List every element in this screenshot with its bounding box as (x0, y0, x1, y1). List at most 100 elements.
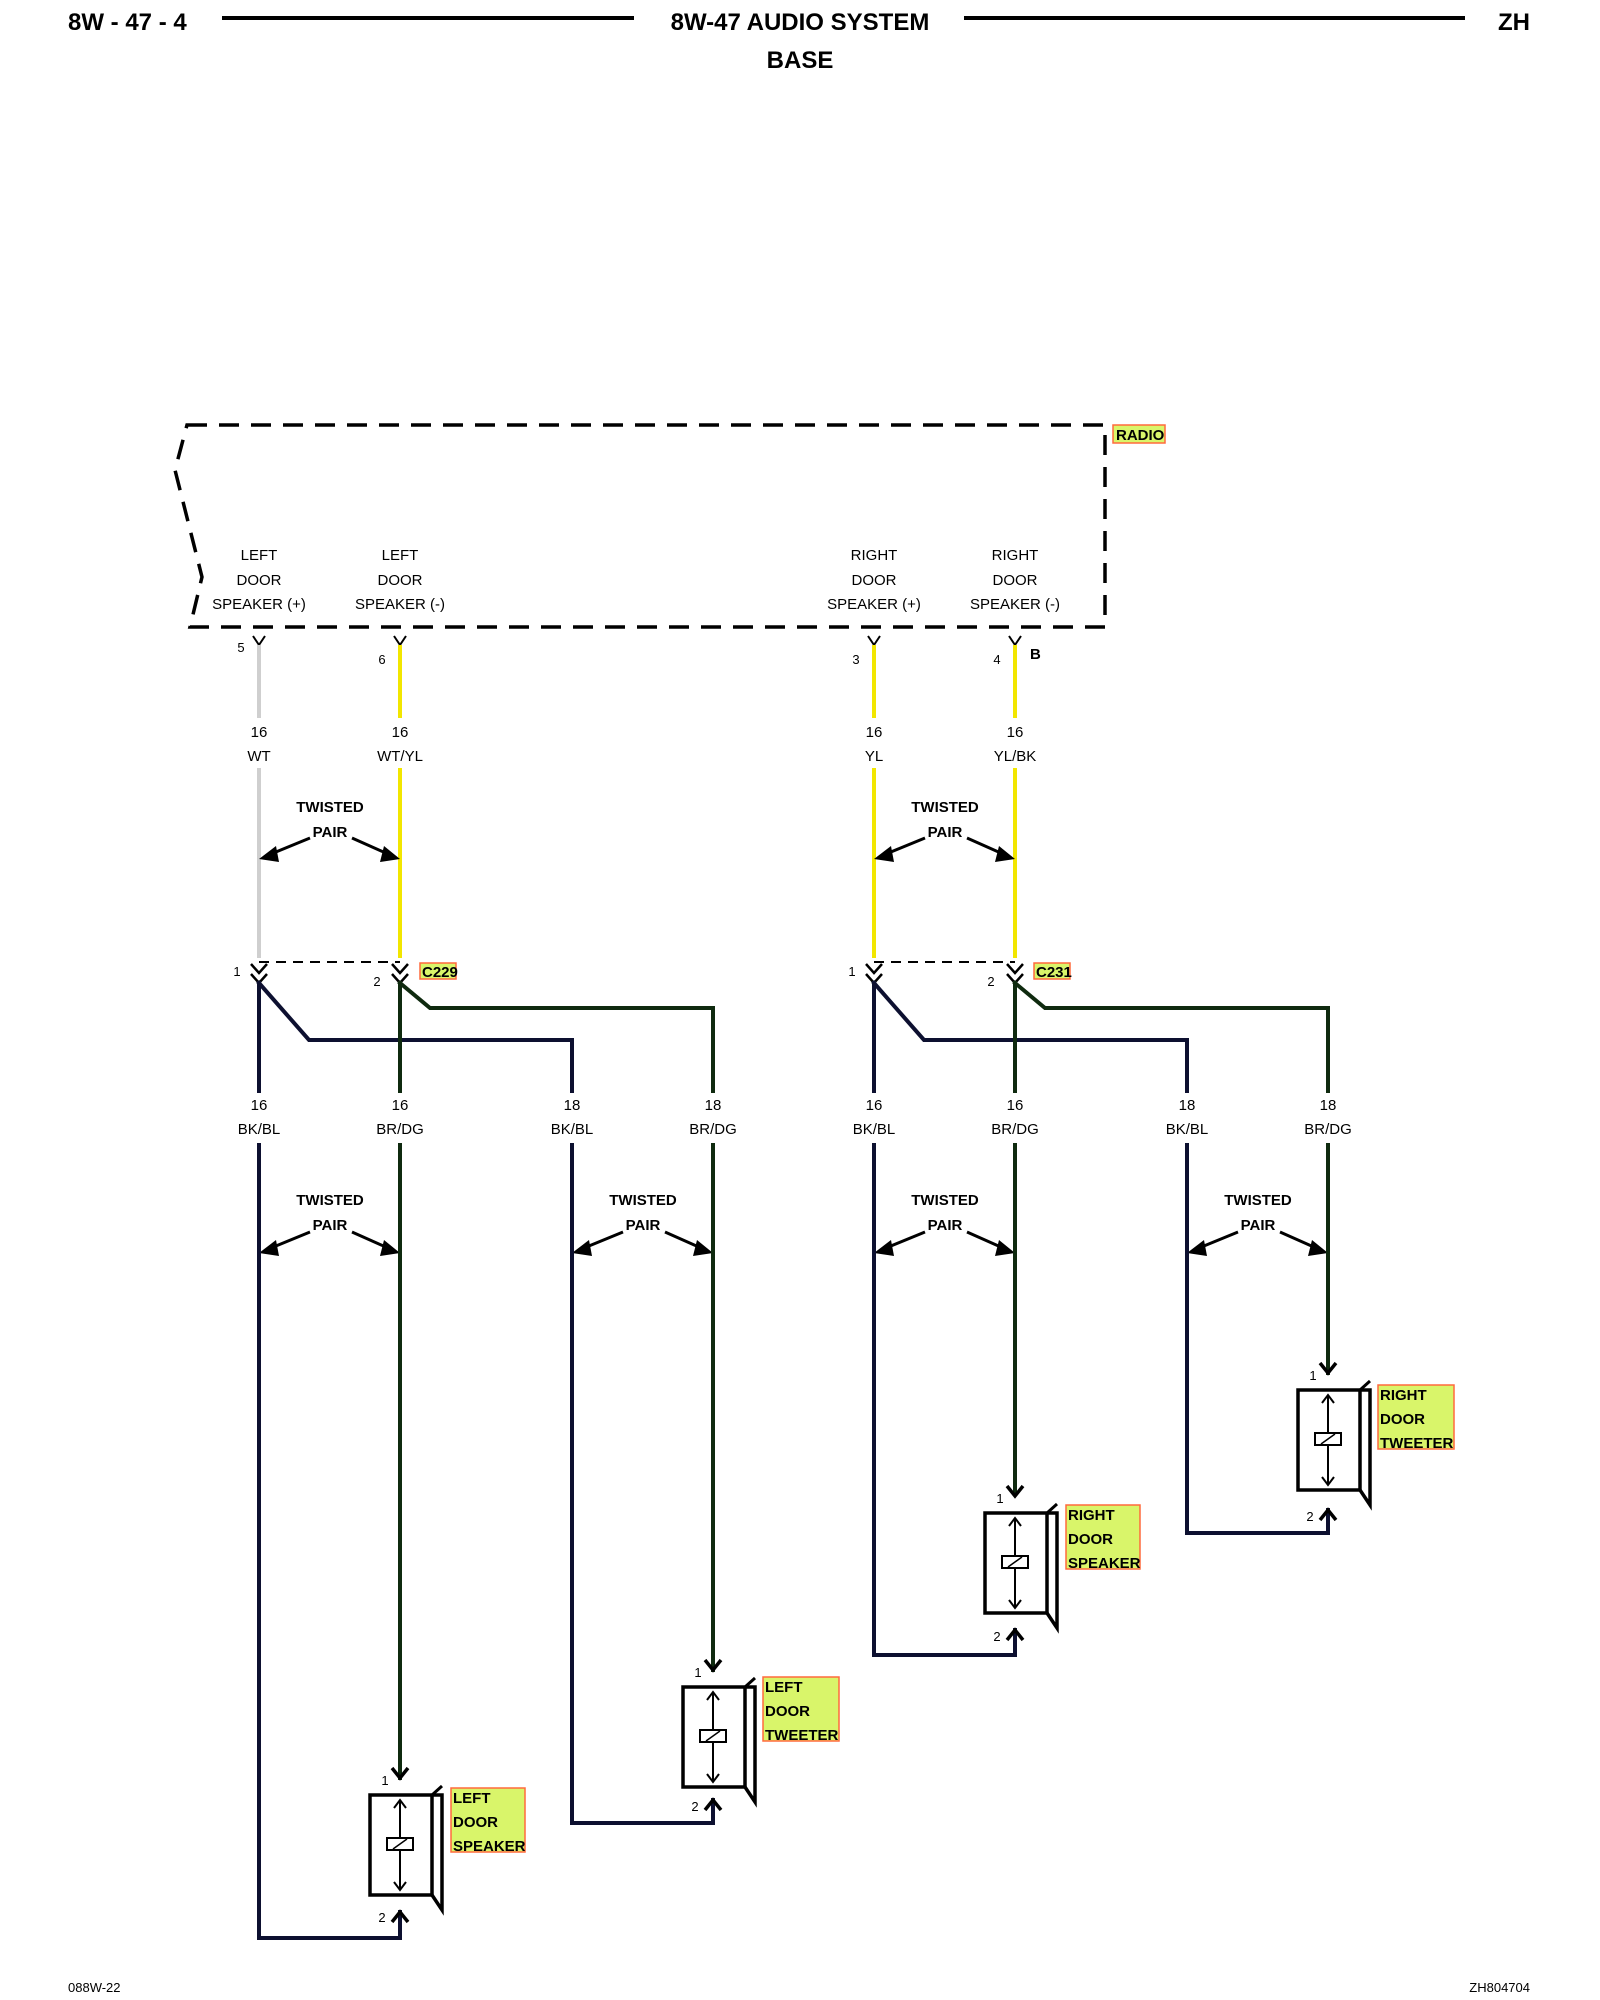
speaker-pin: 1 (996, 1491, 1003, 1506)
wire-gauge: 16 (392, 1097, 409, 1114)
radio-component: RADIO B LEFT DOOR SPEAKER (+) LEFT DOOR … (173, 423, 1166, 667)
wire-color: BR/DG (376, 1121, 424, 1138)
page-header: 8W - 47 - 4 8W-47 AUDIO SYSTEM ZH BASE (68, 9, 1530, 74)
twisted-pair-text: TWISTED (609, 1192, 677, 1209)
connector-c229: C229 1 2 (233, 961, 458, 989)
footer-right-code: ZH804704 (1469, 1980, 1530, 1995)
component-label: DOOR (1068, 1531, 1113, 1548)
page-number: 8W - 47 - 4 (68, 9, 187, 36)
wire-color: BK/BL (853, 1121, 896, 1138)
wire-gauge: 18 (705, 1097, 722, 1114)
wire-gauge: 18 (1320, 1097, 1337, 1114)
wire-rf-tweeter-br-dg (1012, 980, 1330, 1375)
speaker-pin: 2 (378, 1910, 385, 1925)
upper-wires: 16 WT 16 WT/YL 16 YL 16 YL/BK (224, 645, 1050, 958)
twisted-pair-callout: TWISTED PAIR (1187, 1192, 1328, 1256)
wire-color: BR/DG (991, 1121, 1039, 1138)
footer-left-code: 088W-22 (68, 1980, 121, 1995)
wire-lf-tweeter-br-dg (397, 980, 715, 1672)
component-label: TWEETER (765, 1727, 838, 1744)
twisted-pair-text: PAIR (1241, 1217, 1276, 1234)
wire-color: BK/BL (238, 1121, 281, 1138)
terminal-label-line: LEFT (382, 547, 419, 564)
component-label: DOOR (453, 1814, 498, 1831)
twisted-pair-callout: TWISTED PAIR (874, 1192, 1015, 1256)
speaker-pin: 1 (694, 1665, 701, 1680)
connector-name: C231 (1036, 964, 1072, 981)
wire-gauge: 16 (1007, 1097, 1024, 1114)
terminal-label-line: RIGHT (992, 547, 1039, 564)
terminal-label-line: SPEAKER (+) (827, 596, 921, 613)
radio-terminal-marks (252, 635, 1022, 647)
terminal-label-line: SPEAKER (-) (355, 596, 445, 613)
component-label: DOOR (765, 1703, 810, 1720)
cavity-number: 5 (237, 640, 244, 655)
terminal-label-line: DOOR (852, 572, 897, 589)
wire-gauge: 16 (866, 1097, 883, 1114)
cavity-number: 3 (852, 652, 859, 667)
twisted-pair-text: TWISTED (911, 799, 979, 816)
speaker-pin: 2 (993, 1629, 1000, 1644)
radio-outline (173, 423, 1107, 629)
wire-gauge: 16 (1007, 724, 1024, 741)
terminal-label-line: LEFT (241, 547, 278, 564)
wire-gauge: 16 (392, 724, 409, 741)
wire-color: YL (865, 748, 883, 765)
wire-color: BR/DG (1304, 1121, 1352, 1138)
terminal-right-door-speaker-pos: RIGHT DOOR SPEAKER (+) (827, 547, 921, 613)
twisted-pair-callout: TWISTED PAIR (259, 1192, 400, 1256)
model-code: ZH (1498, 9, 1530, 36)
right-door-tweeter: 1 2 RIGHT DOOR TWEETER (1296, 1361, 1455, 1524)
wire-rf-bk-bl (872, 981, 1017, 1657)
terminal-label-line: RIGHT (851, 547, 898, 564)
twisted-pair-callout: TWISTED PAIR (259, 799, 400, 862)
wire-label-bg (980, 718, 1050, 768)
terminal-label-line: DOOR (378, 572, 423, 589)
speaker-pin: 1 (1309, 1368, 1316, 1383)
wire-color: YL/BK (994, 748, 1037, 765)
wire-gauge: 16 (251, 1097, 268, 1114)
wire-label-bg (224, 718, 294, 768)
connector-pin: 2 (373, 974, 380, 989)
wire-lf-tweeter-bk-bl (256, 980, 715, 1825)
twisted-pair-text: PAIR (626, 1217, 661, 1234)
page-subtitle: BASE (767, 47, 834, 74)
wire-gauge: 18 (564, 1097, 581, 1114)
terminal-left-door-speaker-pos: LEFT DOOR SPEAKER (+) (212, 547, 306, 613)
left-door-tweeter: 1 2 LEFT DOOR TWEETER (681, 1658, 840, 1814)
wire-color: WT/YL (377, 748, 423, 765)
lower-wires: 16 BK/BL 16 BR/DG 18 BK/BL 18 BR/DG 16 B… (224, 980, 1363, 1940)
speaker-pin: 2 (691, 1799, 698, 1814)
connector-name: C229 (422, 964, 458, 981)
twisted-pair-text: TWISTED (1224, 1192, 1292, 1209)
speaker-pin: 2 (1306, 1509, 1313, 1524)
cavity-number: 6 (378, 652, 385, 667)
twisted-pair-text: PAIR (313, 1217, 348, 1234)
radio-connector-label: B (1030, 646, 1041, 663)
component-label: LEFT (453, 1790, 491, 1807)
page-footer: 088W-22 ZH804704 (68, 1980, 1530, 1995)
terminal-label-line: DOOR (237, 572, 282, 589)
left-door-speaker: 1 2 LEFT DOOR SPEAKER (368, 1766, 526, 1925)
terminal-left-door-speaker-neg: LEFT DOOR SPEAKER (-) (355, 547, 445, 613)
connector-c231: C231 1 2 (848, 961, 1072, 989)
wire-gauge: 16 (866, 724, 883, 741)
cavity-number: 4 (993, 652, 1000, 667)
wire-gauge: 16 (251, 724, 268, 741)
wire-label-bg (839, 718, 909, 768)
component-label: RIGHT (1068, 1507, 1115, 1524)
twisted-pair-text: PAIR (313, 824, 348, 841)
terminal-right-door-speaker-neg: RIGHT DOOR SPEAKER (-) (970, 547, 1060, 613)
twisted-pair-text: TWISTED (296, 1192, 364, 1209)
connector-pin: 1 (233, 964, 240, 979)
radio-label: RADIO (1116, 427, 1165, 444)
connector-pin: 2 (987, 974, 994, 989)
wire-gauge: 18 (1179, 1097, 1196, 1114)
twisted-pair-text: TWISTED (911, 1192, 979, 1209)
speaker-pin: 1 (381, 1773, 388, 1788)
right-door-speaker: 1 2 RIGHT DOOR SPEAKER (983, 1484, 1141, 1644)
twisted-pair-callouts: TWISTED PAIR TWISTED PAIR TWISTED PAIR T (259, 799, 1328, 1256)
wire-color: BK/BL (551, 1121, 594, 1138)
component-label: SPEAKER (453, 1838, 526, 1855)
